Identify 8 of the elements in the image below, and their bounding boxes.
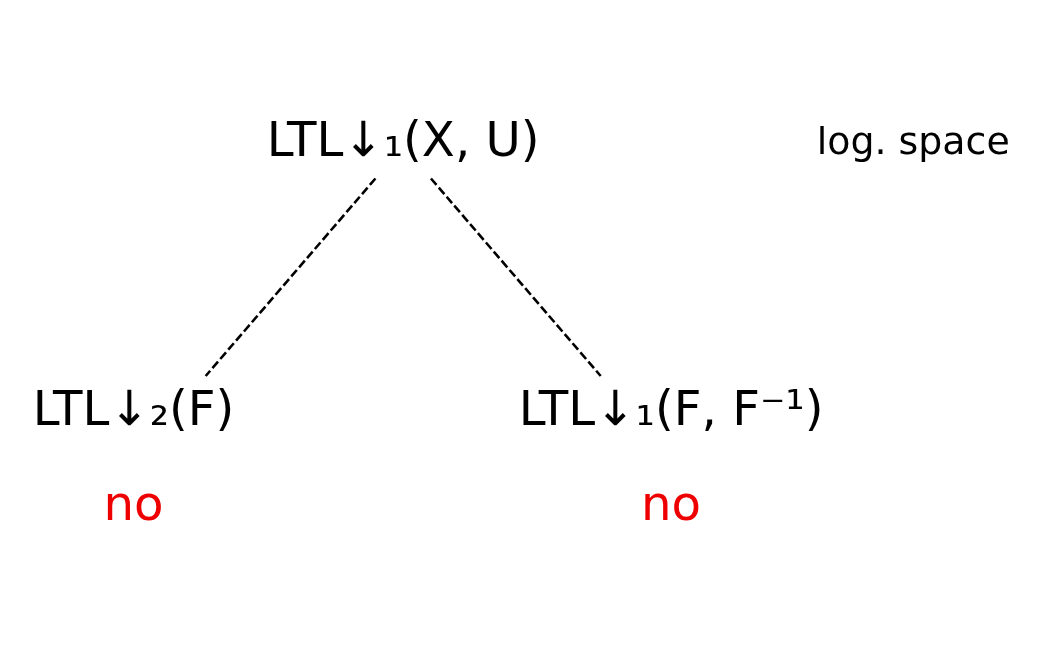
connector [204, 177, 377, 377]
label: log. space [816, 119, 1010, 164]
node-text: LTL↓₁(F, F⁻¹) [518, 380, 824, 437]
node-text: LTL↓₂(F) [32, 380, 235, 437]
node-label: no [103, 474, 164, 531]
node-text: LTL↓₁(X, U) [266, 111, 540, 168]
connector [429, 177, 602, 377]
node-label: no [640, 474, 702, 531]
